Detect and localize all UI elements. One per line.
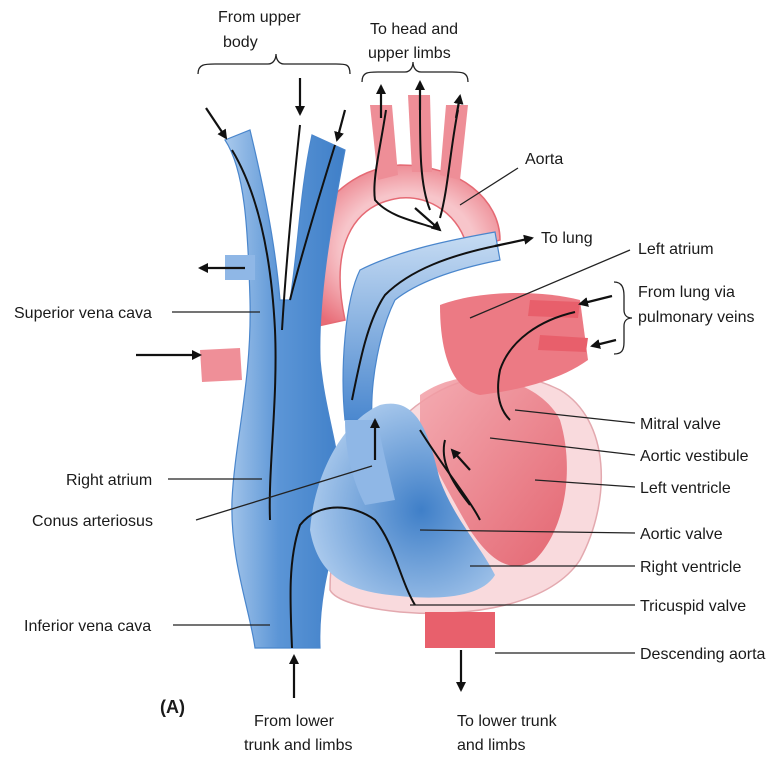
arrow-upper-body-right — [337, 110, 345, 140]
figure-label: (A) — [160, 697, 185, 717]
brace-head-limbs — [362, 62, 468, 82]
label-tricuspid-valve: Tricuspid valve — [640, 598, 746, 615]
label-conus-arteriosus: Conus arteriosus — [32, 513, 153, 530]
brace-pulmonary-veins — [614, 282, 632, 354]
descending-aorta-shape — [425, 612, 495, 648]
label-to-lower-2: and limbs — [457, 737, 525, 754]
label-to-head-2: upper limbs — [368, 45, 451, 62]
label-pulm-veins-1: From lung via — [638, 284, 735, 301]
vena-cava-shape — [225, 130, 345, 648]
left-vein-stub — [200, 348, 242, 382]
label-mitral-valve: Mitral valve — [640, 416, 721, 433]
pulmonary-vein-lower — [538, 335, 588, 352]
label-from-lower-1: From lower — [254, 713, 335, 730]
label-to-head-1: To head and — [370, 21, 458, 38]
aorta-branch-3 — [440, 105, 468, 180]
label-aortic-vestibule: Aortic vestibule — [640, 448, 749, 465]
label-to-lung: To lung — [541, 230, 593, 247]
label-left-ventricle: Left ventricle — [640, 480, 731, 497]
label-right-ventricle: Right ventricle — [640, 559, 741, 576]
arrow-pulm-vein-upper — [580, 296, 612, 304]
label-superior-vena-cava: Superior vena cava — [14, 305, 152, 322]
label-descending-aorta: Descending aorta — [640, 646, 766, 663]
label-from-upper-body-1: From upper — [218, 9, 301, 26]
label-inferior-vena-cava: Inferior vena cava — [24, 618, 151, 635]
label-right-atrium: Right atrium — [66, 472, 152, 489]
brace-upper-body — [198, 54, 350, 74]
label-aortic-valve: Aortic valve — [640, 526, 723, 543]
arrow-upper-body-left — [206, 108, 226, 138]
label-left-atrium: Left atrium — [638, 241, 714, 258]
aorta-branch-1 — [370, 105, 398, 180]
label-from-upper-body-2: body — [223, 34, 258, 51]
label-from-lower-2: trunk and limbs — [244, 737, 353, 754]
label-aorta: Aorta — [525, 151, 563, 168]
pulmonary-vein-upper — [528, 300, 580, 318]
arrow-pulm-vein-lower — [592, 340, 616, 346]
label-to-lower-1: To lower trunk — [457, 713, 558, 730]
label-pulm-veins-2: pulmonary veins — [638, 309, 755, 326]
